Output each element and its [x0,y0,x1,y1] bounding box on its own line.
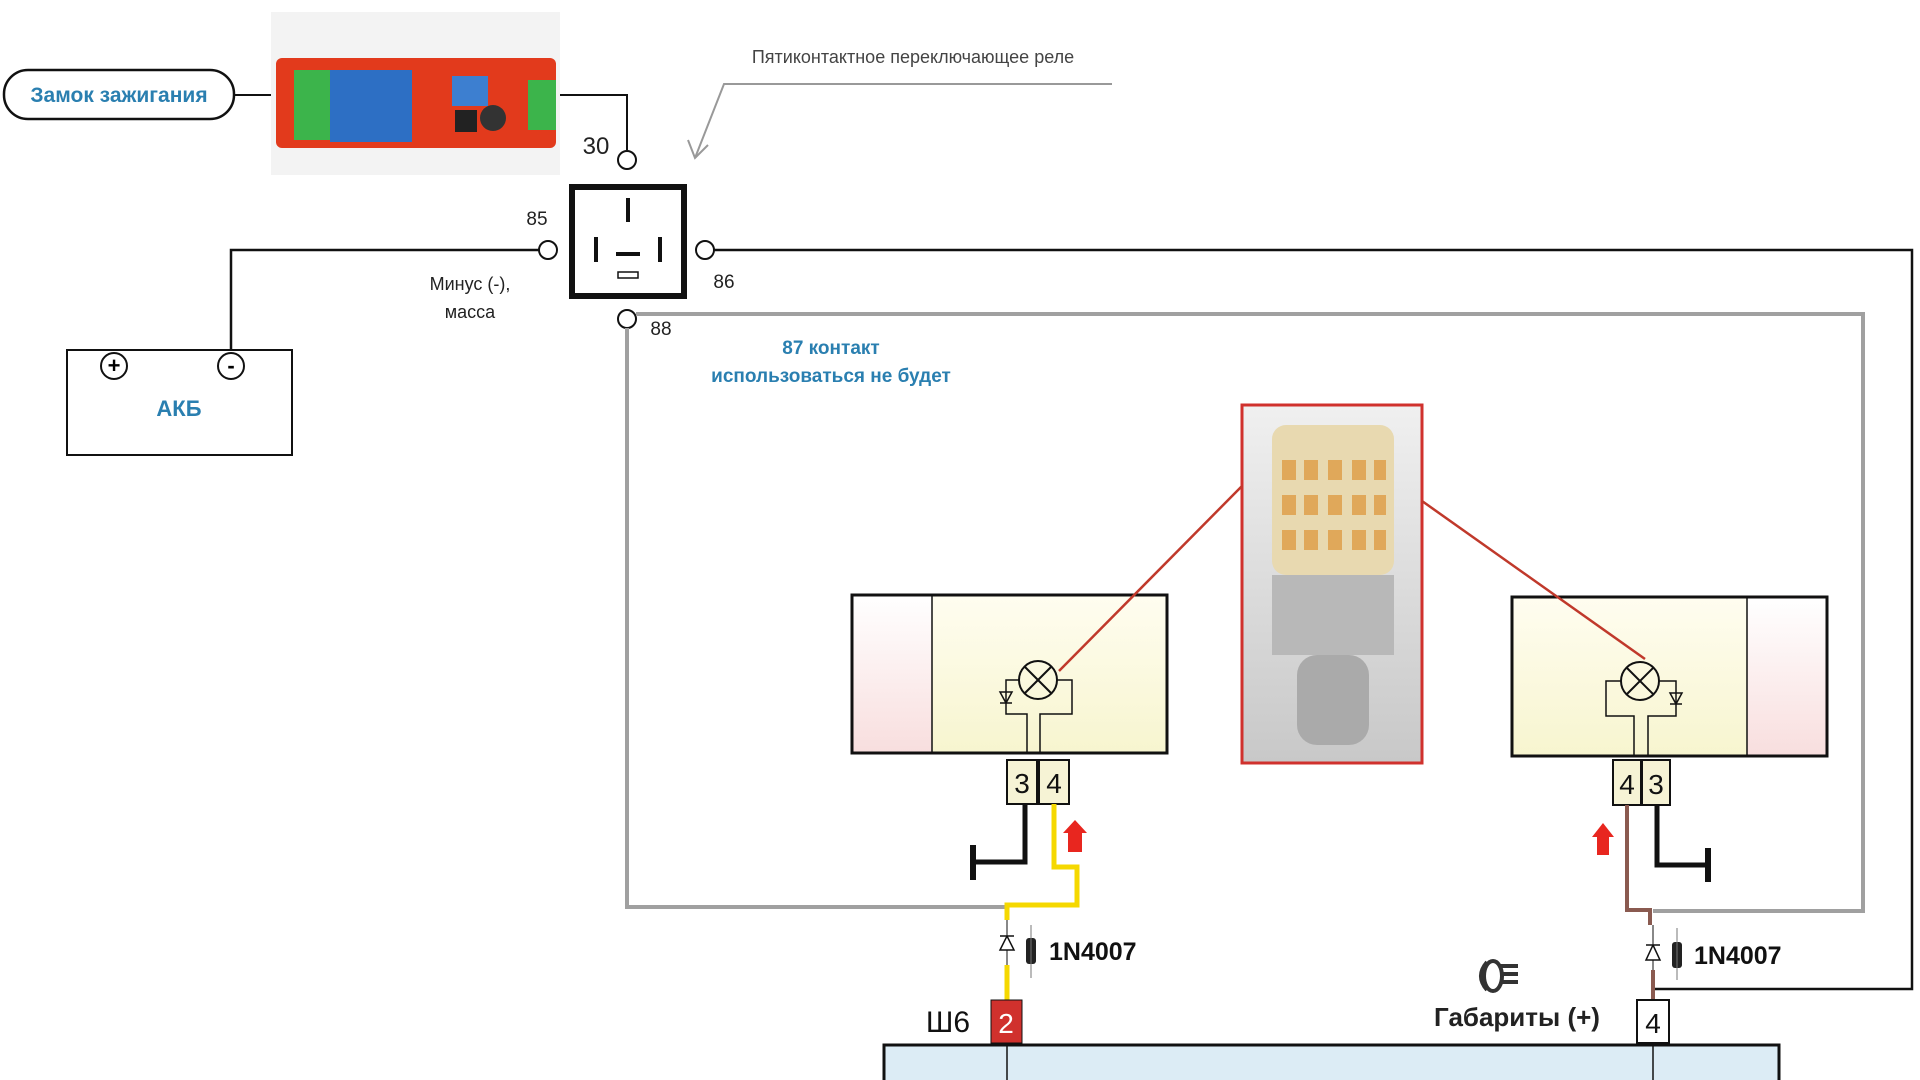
ground-note-line2: масса [445,302,496,322]
diode-icon [1644,943,1662,961]
parking-lights-pin: 4 [1645,1008,1661,1039]
arrow-up-icon [1592,823,1614,855]
ground-note-line1: Минус (-), [430,274,511,294]
arrow-up-icon [1063,820,1087,852]
right-pin-4: 4 [1619,769,1635,800]
relay-title: Пятиконтактное переключающее реле [752,47,1074,67]
left-pin-3: 3 [1014,768,1030,799]
contact87-note-line1: 87 контакт [782,338,879,359]
led-bulb-image [1240,403,1424,765]
ground-wire [1654,805,1708,868]
right-pin-3: 3 [1648,769,1664,800]
parking-light-icon [1479,959,1518,993]
relay: 30 85 86 88 [526,133,734,340]
diode-icon [1668,692,1684,706]
left-lamp-unit [850,593,1169,755]
ground-wire [973,804,1028,865]
diode-icon [998,691,1014,705]
connector-name: Ш6 [926,1006,970,1039]
parking-lights-label: Габариты (+) [1434,1002,1600,1032]
ignition-lock: Замок зажигания [2,68,236,121]
body-control-unit [882,1043,1781,1080]
contact87-note-line2: использоваться не будет [711,366,951,387]
left-pin-4: 4 [1046,768,1062,799]
ignition-lock-label: Замок зажигания [30,84,207,107]
diode-icon [998,934,1016,951]
pin-86-label: 86 [713,272,734,293]
pin-88-label: 88 [650,319,671,340]
battery-plus-terminal: + [108,353,121,378]
diode-right-label: 1N4007 [1694,942,1782,970]
right-lamp-unit [1510,595,1829,758]
battery-minus-terminal: - [227,353,234,378]
connector-pin: 2 [998,1008,1014,1039]
left-lamp-connector: 3 4 [1006,759,1070,805]
diode-left-label: 1N4007 [1049,938,1137,966]
pin-85-label: 85 [526,209,547,230]
battery-label: АКБ [156,396,201,421]
right-lamp-connector: 4 3 [1612,759,1671,806]
battery: + - АКБ [66,349,293,456]
time-relay-module-image [271,12,560,175]
pin-30-label: 30 [583,133,610,160]
